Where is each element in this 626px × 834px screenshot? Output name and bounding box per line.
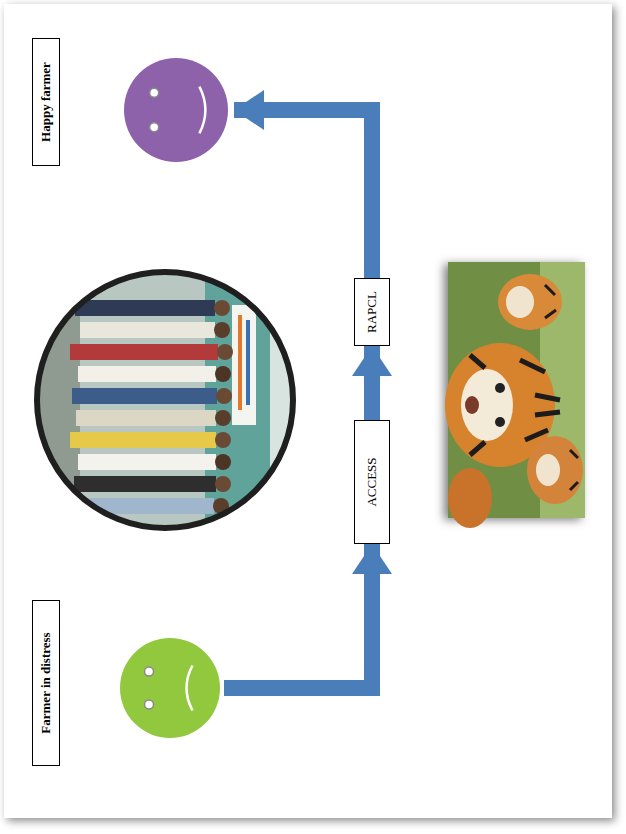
process-box: RAPCL: [354, 278, 390, 346]
farmer-face: Farmer in distress: [28, 598, 224, 778]
box-label: RAPCL: [365, 291, 379, 333]
face-eye: [150, 88, 159, 97]
face-mouth: [199, 87, 205, 134]
flow-arrow: [364, 346, 380, 420]
flow-arrow: [234, 110, 372, 278]
face-mouth: [187, 666, 193, 711]
node-label: Happy farmer: [39, 62, 53, 142]
face-eye: [145, 667, 154, 676]
process-box: ACCESS: [354, 420, 390, 544]
face-eye: [150, 123, 159, 132]
label-box: Farmer in distress: [32, 600, 60, 766]
node-label: Farmer in distress: [39, 632, 53, 733]
face-eye: [145, 700, 154, 709]
tiger-photo: [445, 262, 585, 528]
flow-arrow: [224, 544, 372, 688]
people: [70, 300, 233, 514]
box-label: ACCESS: [365, 457, 379, 506]
face-disc: [124, 58, 228, 162]
page-panel: [4, 4, 612, 818]
label-box: Happy farmer: [32, 38, 60, 166]
photo-ring: [37, 272, 293, 528]
farmer-face: Happy farmer: [28, 32, 234, 188]
group-photo: [30, 270, 300, 530]
face-disc: [120, 638, 220, 738]
